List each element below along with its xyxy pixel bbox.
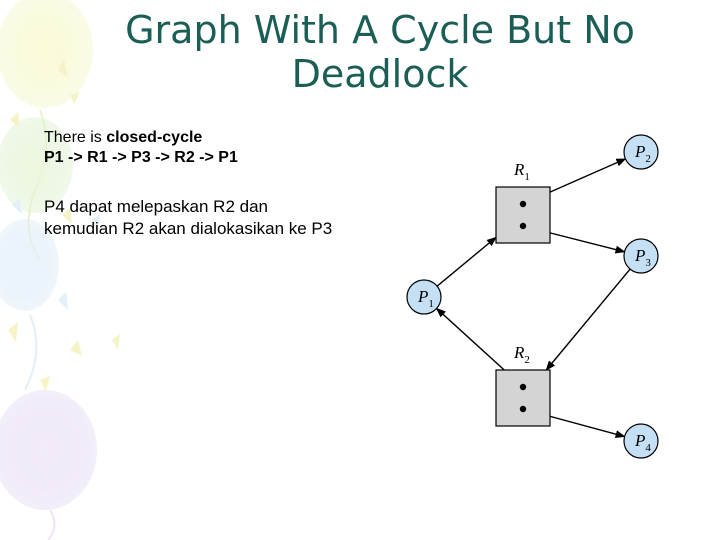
resource-instance-dot: [519, 405, 527, 413]
resource-box: [495, 369, 551, 427]
release-explanation: P4 dapat melepaskan R2 dan kemudian R2 a…: [44, 196, 332, 240]
balloon-string: [47, 509, 56, 540]
balloon-blue: [0, 219, 59, 311]
resource-instance-dot: [519, 200, 527, 208]
edge-p3-to-r2: [545, 268, 631, 371]
release-line1: P4 dapat melepaskan R2 dan: [44, 197, 268, 216]
slide-title-line1: Graph With A Cycle But No: [125, 8, 635, 52]
cycle-bold-text: closed-cycle: [106, 129, 203, 146]
node-p3: P3: [623, 238, 659, 274]
node-label-subscript: 2: [645, 153, 651, 165]
node-r1: R1: [495, 160, 551, 244]
node-label-subscript: 4: [645, 442, 651, 454]
process-circle: [623, 134, 659, 170]
balloon-yellow: [0, 0, 93, 108]
resource-instance-dot: [519, 383, 527, 391]
slide-title-line2: Deadlock: [291, 52, 469, 96]
node-p4: P4: [623, 423, 659, 459]
cycle-path-text: P1 -> R1 -> P3 -> R2 -> P1: [44, 149, 238, 166]
resource-instance-dot: [519, 222, 527, 230]
cycle-description: There is closed-cycle P1 -> R1 -> P3 -> …: [44, 128, 238, 168]
cycle-intro-text: There is: [44, 129, 107, 146]
confetti: [8, 58, 120, 392]
node-label-subscript: 3: [645, 257, 651, 269]
node-label: R1: [513, 160, 530, 183]
balloon-green: [0, 117, 73, 213]
balloon-string: [24, 314, 38, 391]
node-label-subscript: 1: [524, 171, 530, 183]
process-circle: [623, 238, 659, 274]
release-line2: kemudian R2 akan dialokasikan ke P3: [44, 219, 333, 238]
node-r2: R2: [495, 343, 551, 427]
process-circle: [406, 279, 442, 315]
node-p1: P1: [406, 279, 442, 315]
resource-box: [495, 186, 551, 244]
node-p2: P2: [623, 134, 659, 170]
edge-p1-to-r1: [436, 236, 497, 287]
node-label: R2: [513, 343, 530, 366]
confetti-blue: [12, 198, 100, 310]
node-label-subscript: 1: [428, 298, 434, 310]
balloon-purple: [0, 390, 97, 510]
process-circle: [623, 423, 659, 459]
node-label-subscript: 2: [524, 354, 530, 366]
